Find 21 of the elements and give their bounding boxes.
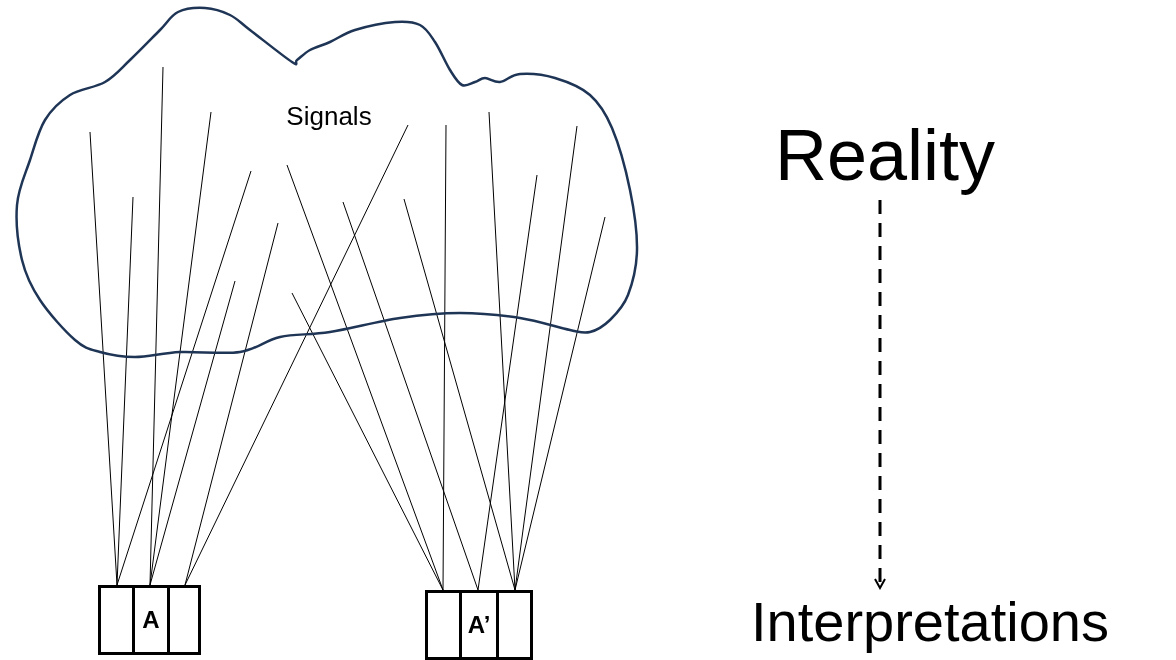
signal-line (149, 66, 164, 586)
node-label: A’ (467, 611, 491, 639)
signal-line (488, 111, 516, 591)
signal-line (116, 170, 252, 586)
box-cell (132, 585, 170, 655)
signal-line (342, 201, 479, 591)
box-cell (496, 590, 533, 660)
heading-text: Reality (774, 116, 996, 196)
signal-line (184, 124, 409, 586)
signal-line (116, 196, 134, 586)
box-cell (167, 585, 201, 655)
box-cell (459, 590, 499, 660)
node-label: Signals (286, 102, 372, 131)
signal-line (291, 292, 444, 591)
heading-text: Interpretations (751, 591, 1109, 653)
signal-line (514, 216, 606, 591)
signal-line (149, 280, 236, 586)
signal-line (477, 174, 538, 591)
node-label: A (142, 606, 160, 634)
arrow (874, 200, 886, 589)
signal-line (442, 124, 447, 591)
